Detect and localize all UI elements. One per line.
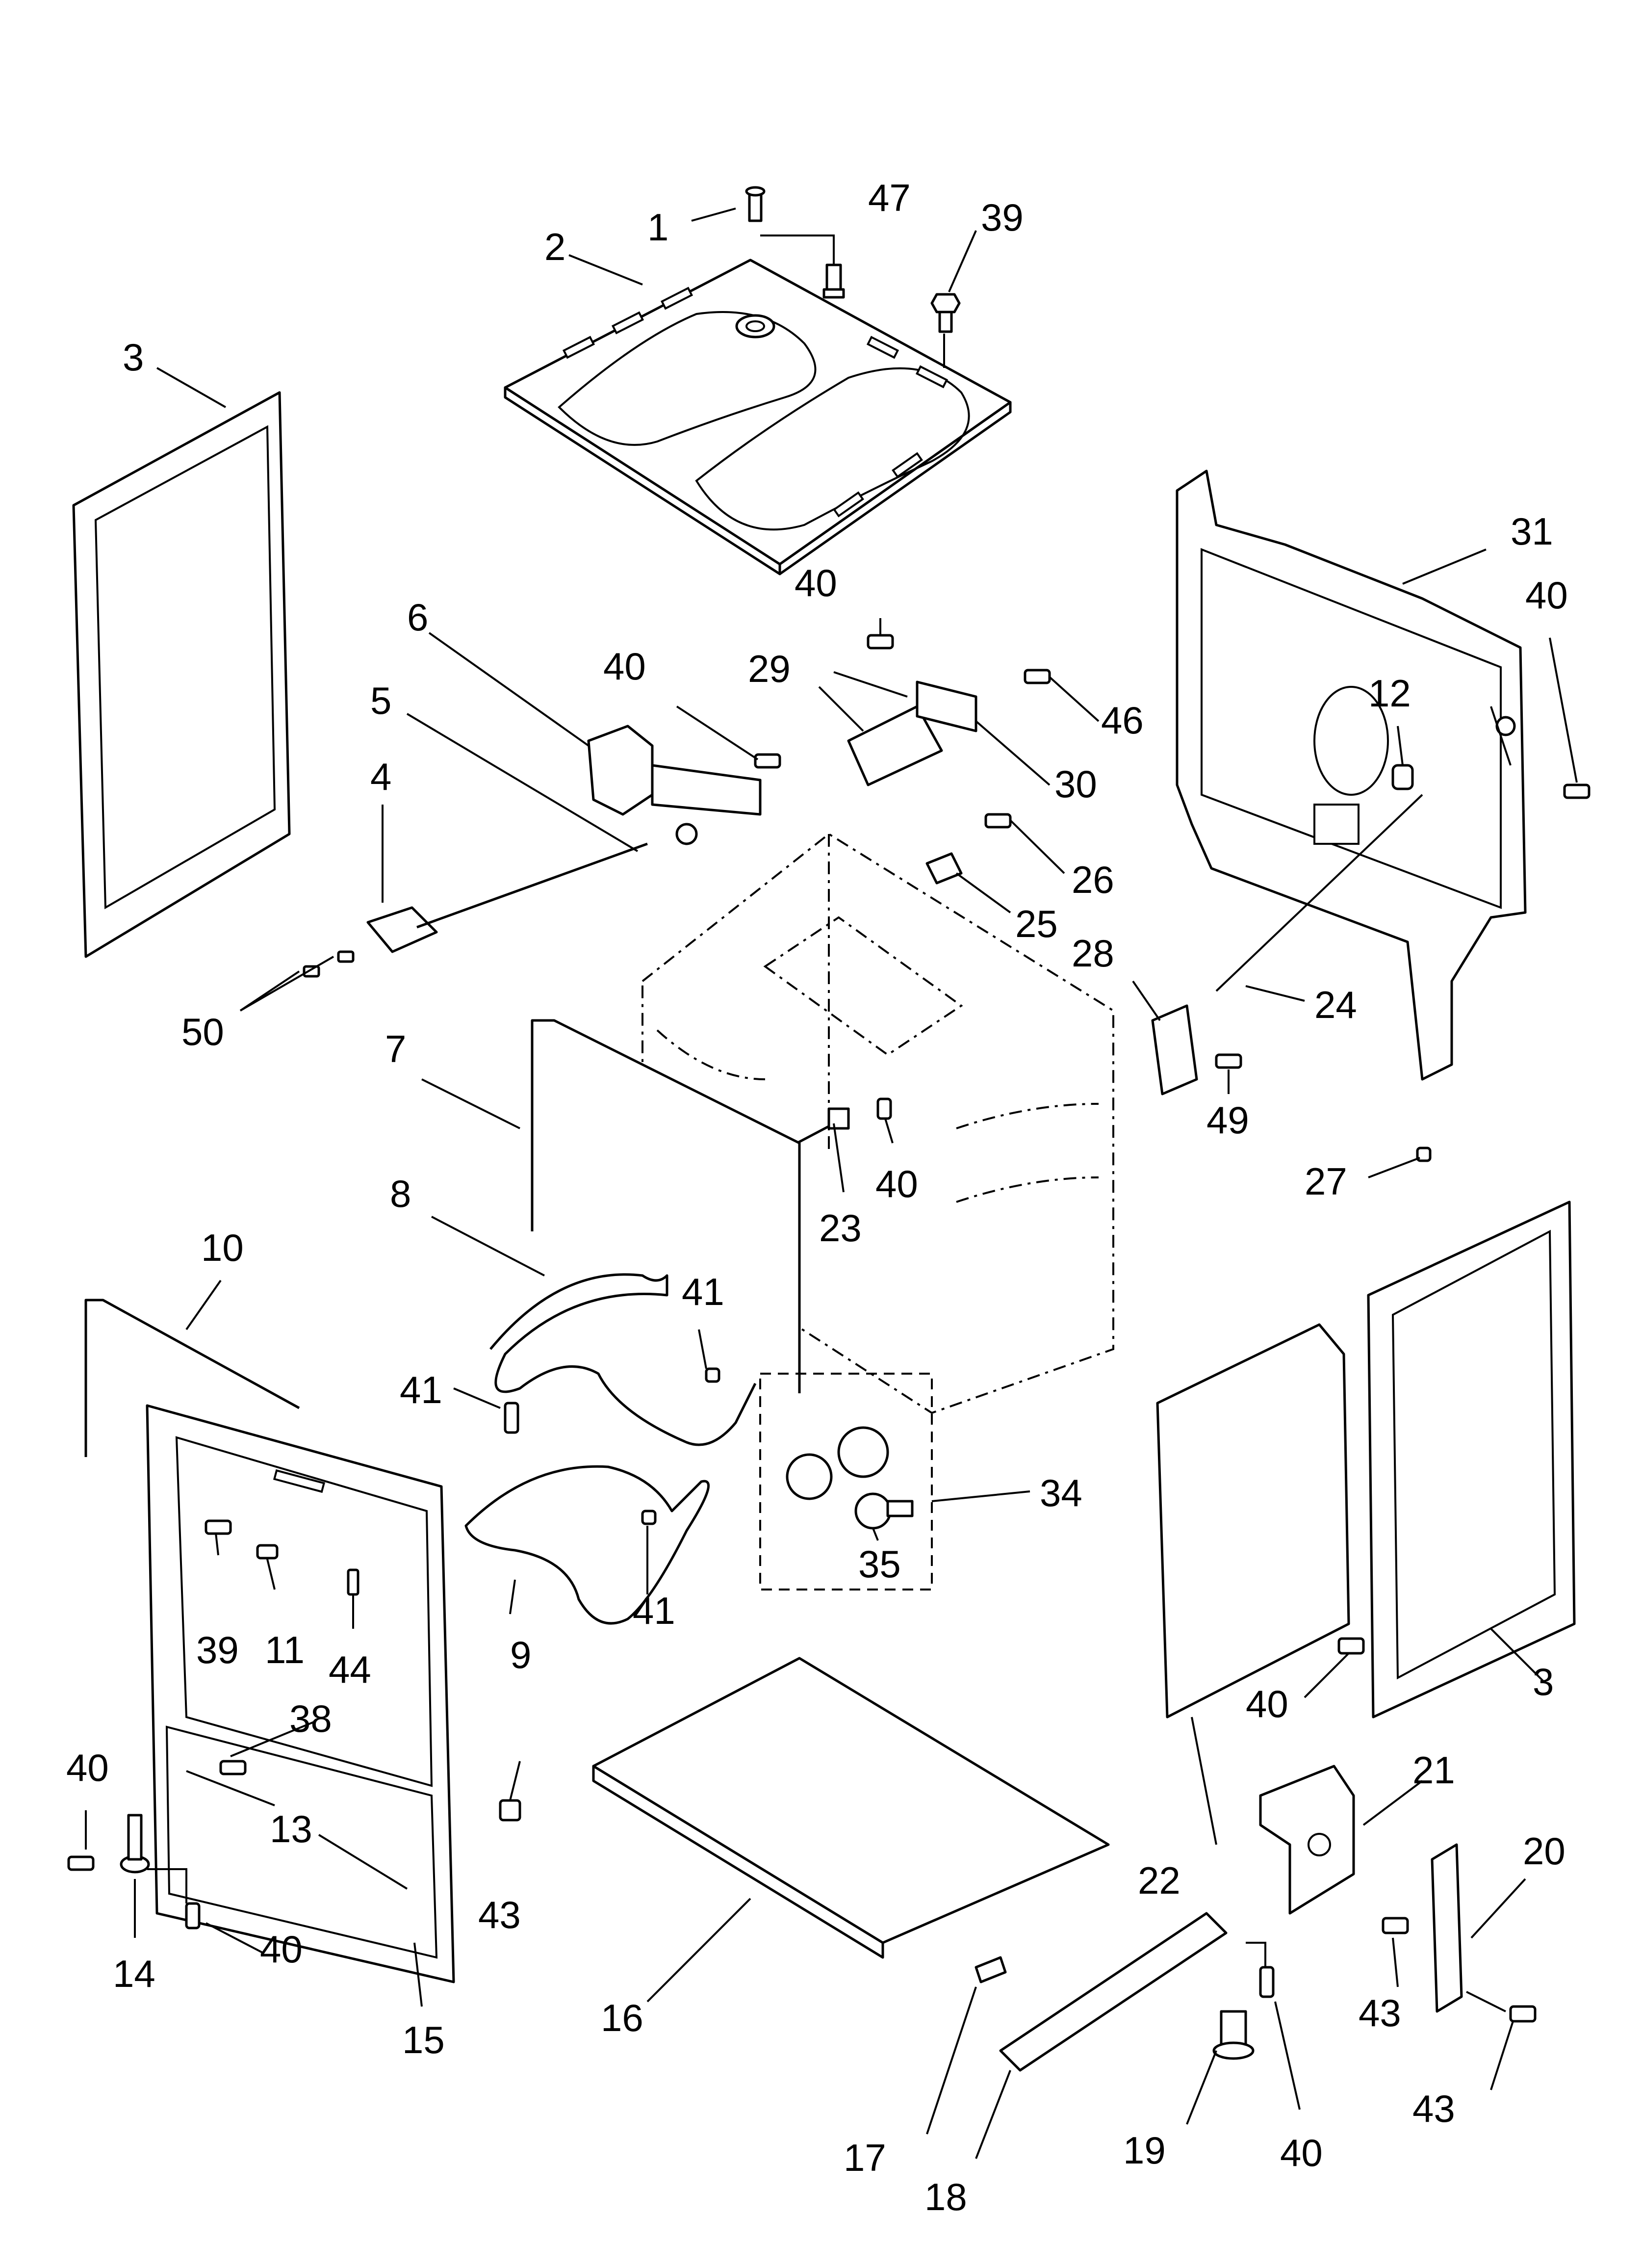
callout-23: 23 (819, 1206, 862, 1250)
callout-labels: 1 2 3 3 4 5 6 7 8 9 10 11 12 13 14 15 16… (66, 176, 1568, 2218)
callout-43-b: 43 (1359, 1991, 1401, 2034)
callout-50: 50 (181, 1010, 224, 1053)
callout-25: 25 (1015, 902, 1058, 945)
part-14-leveling-leg (120, 1814, 150, 1874)
part-19-foot (1212, 2010, 1255, 2060)
part-4-latch (366, 906, 438, 953)
callout-39-top: 39 (981, 196, 1024, 239)
part-1-stud (745, 186, 766, 222)
callout-40-d: 40 (875, 1162, 918, 1205)
part-6-door-lock-switch (587, 725, 762, 845)
callout-41-b: 41 (400, 1368, 442, 1411)
callout-41-c: 41 (633, 1589, 675, 1632)
part-25-clip (925, 852, 963, 885)
callout-24: 24 (1314, 983, 1357, 1026)
callout-40-c: 40 (1525, 574, 1568, 617)
callout-49: 49 (1206, 1098, 1249, 1142)
part-30-terminal-block (916, 680, 977, 732)
callout-35: 35 (858, 1542, 901, 1586)
callout-43-c: 43 (1412, 2087, 1455, 2130)
callout-47: 47 (868, 176, 911, 219)
callout-28: 28 (1072, 932, 1114, 975)
fastener-screws (67, 634, 1591, 2023)
callout-29: 29 (748, 647, 791, 690)
part-47-screw (822, 263, 845, 299)
part-35-bulb (854, 1492, 914, 1530)
part-2-top-panel (504, 259, 1012, 575)
part-28-bracket (1151, 1004, 1198, 1095)
part-21-bracket (1259, 1765, 1355, 1915)
part-31-rear-panel (1176, 469, 1527, 1081)
callout-40-h: 40 (1280, 2131, 1323, 2174)
callout-34: 34 (1040, 1471, 1082, 1514)
callout-14: 14 (113, 1952, 155, 1995)
callout-27: 27 (1305, 1160, 1347, 1203)
callout-41-a: 41 (682, 1270, 724, 1313)
callout-26: 26 (1072, 858, 1114, 901)
callout-44: 44 (329, 1648, 371, 1691)
part-12-plug (1391, 764, 1414, 790)
callout-16: 16 (601, 1996, 643, 2039)
part-10-door-gasket (84, 1299, 300, 1457)
callout-43-a: 43 (478, 1893, 521, 1936)
callout-22: 22 (1138, 1859, 1180, 1902)
callout-11: 11 (265, 1628, 305, 1671)
callout-30: 30 (1054, 762, 1097, 806)
part-15-front-frame (146, 1404, 455, 1983)
callout-40-b: 40 (603, 645, 646, 688)
part-34-light-assembly (786, 1426, 889, 1500)
callout-15: 15 (402, 2018, 445, 2061)
leader-lines (85, 208, 1578, 2159)
part-5-rod (416, 842, 648, 929)
part-17-clip (975, 1956, 1007, 1983)
part-16-bottom-panel (592, 1657, 1110, 1959)
callout-17: 17 (844, 2136, 886, 2179)
part-29-bracket (847, 705, 943, 786)
callout-8: 8 (390, 1172, 411, 1215)
callout-40-e: 40 (66, 1746, 109, 1789)
callout-9: 9 (510, 1633, 531, 1676)
part-7-gasket (531, 1019, 801, 1393)
callout-3-left: 3 (123, 336, 144, 379)
callout-5: 5 (370, 679, 391, 722)
part-34-light-group-box (759, 1373, 933, 1590)
callout-2: 2 (544, 225, 565, 268)
callout-6: 6 (407, 596, 428, 639)
callout-3-right: 3 (1533, 1660, 1554, 1703)
part-3-right-side-panel (1367, 1200, 1576, 1719)
part-20-strap (1431, 1843, 1463, 2013)
callout-20: 20 (1523, 1829, 1565, 1873)
callout-13: 13 (270, 1807, 312, 1851)
callout-31: 31 (1511, 510, 1553, 553)
callout-38: 38 (289, 1697, 332, 1740)
callout-39-left: 39 (196, 1628, 239, 1671)
callout-46: 46 (1101, 699, 1144, 742)
callout-1: 1 (647, 206, 668, 249)
part-22-side-shield (1156, 1323, 1350, 1719)
callout-10: 10 (201, 1226, 244, 1269)
callout-7: 7 (385, 1027, 406, 1070)
callout-40-f: 40 (260, 1928, 303, 1971)
callout-21: 21 (1412, 1748, 1455, 1792)
callout-40-a: 40 (795, 561, 837, 604)
part-8-bake-element (489, 1273, 757, 1446)
callout-18: 18 (924, 2175, 967, 2218)
part-18-rail (999, 1912, 1228, 2072)
part-3-left-side-panel (72, 391, 291, 958)
callout-4: 4 (370, 755, 391, 798)
callout-19: 19 (1123, 2129, 1166, 2172)
part-39-screw-top (930, 293, 961, 333)
callout-12: 12 (1368, 672, 1411, 715)
callout-40-g: 40 (1246, 1682, 1288, 1725)
